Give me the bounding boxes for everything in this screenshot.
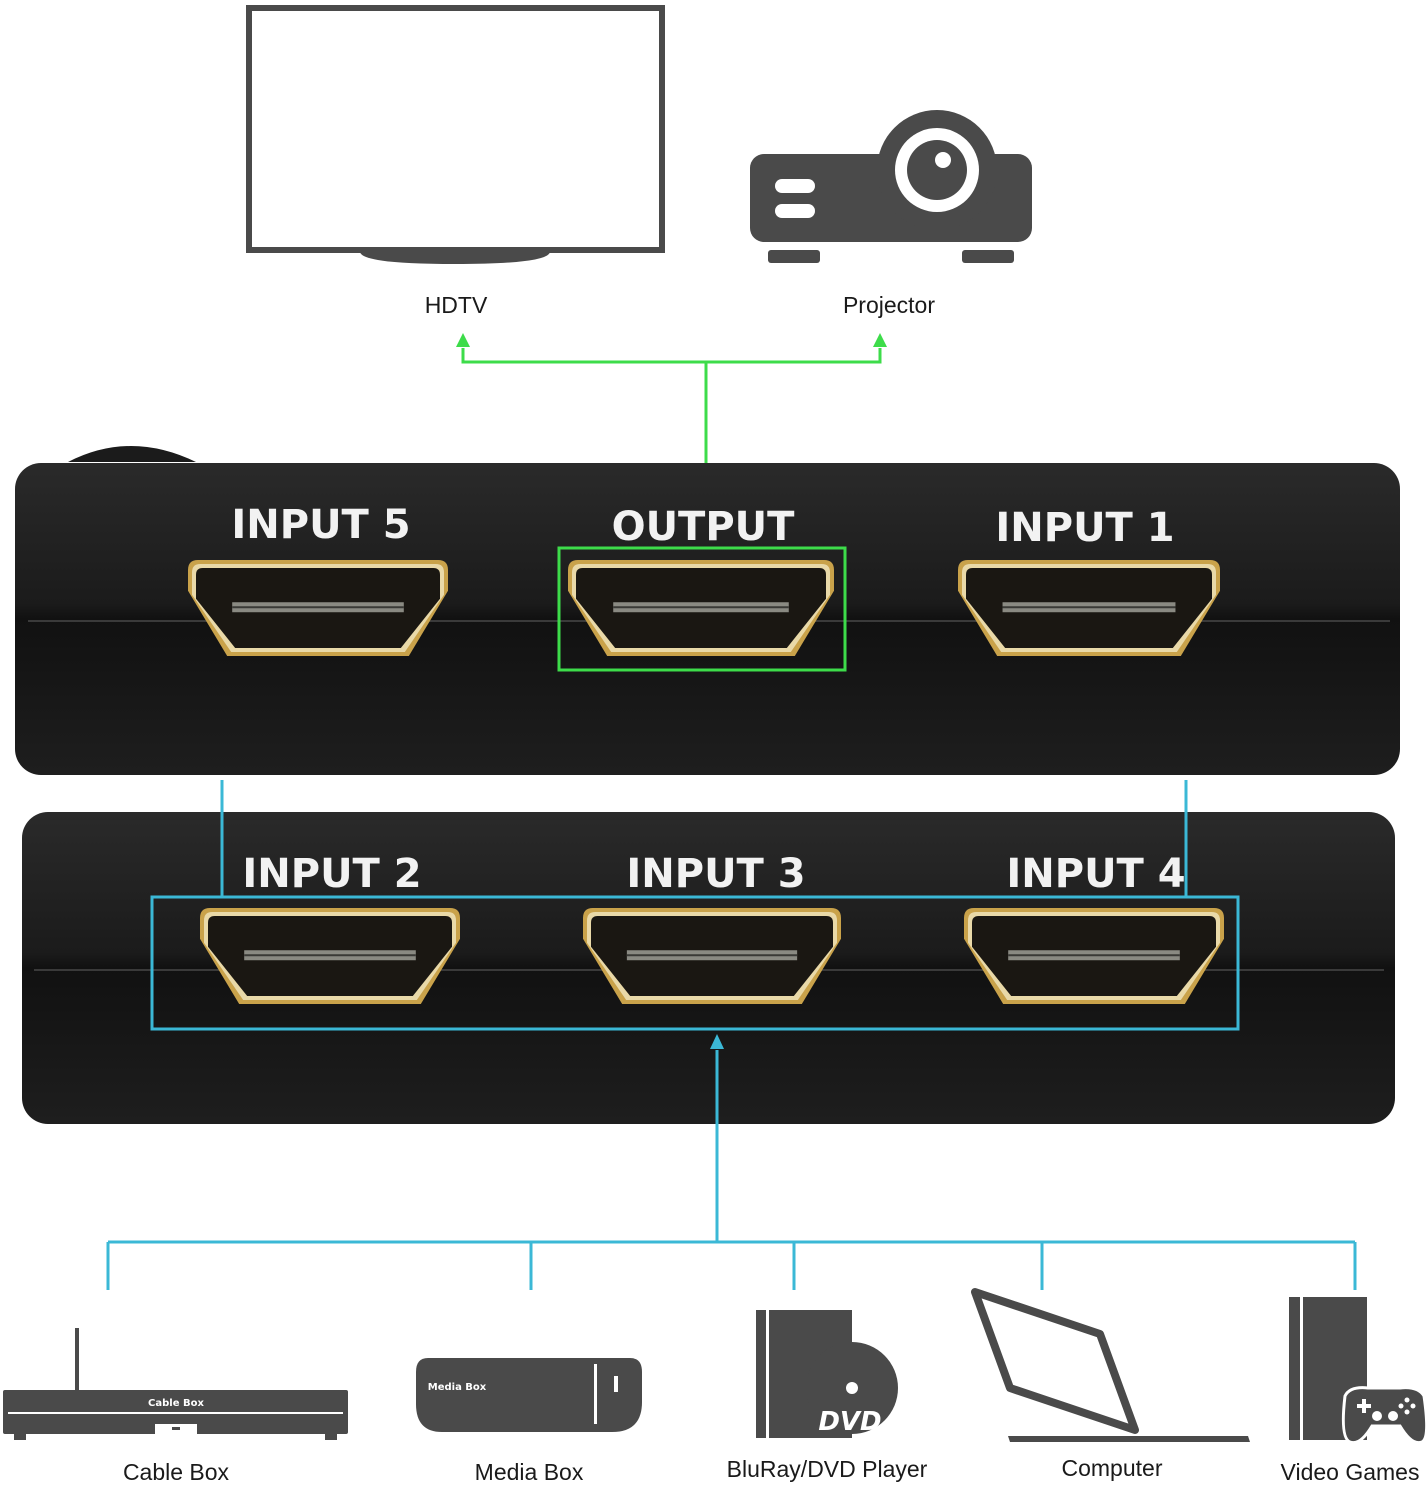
source-label-video-games: Video Games [1281, 1459, 1420, 1485]
hdmi-port-input-2 [200, 908, 460, 1004]
source-label-computer: Computer [1062, 1455, 1163, 1481]
source-label-dvd-player: BluRay/DVD Player [727, 1456, 928, 1482]
game-console-icon [1289, 1297, 1427, 1445]
laptop-icon [971, 1288, 1250, 1442]
port-label-input-2: INPUT 2 [242, 851, 421, 897]
inputs-arrow [710, 1034, 724, 1049]
hdmi-port-output [568, 560, 834, 656]
port-label-output: OUTPUT [612, 504, 796, 550]
hdtv-arrow [456, 333, 470, 347]
cable-box-device-text: Cable Box [148, 1398, 204, 1409]
dvd-player-icon: DVD [756, 1310, 898, 1438]
source-label-cable-box: Cable Box [123, 1459, 230, 1485]
port-label-input-1: INPUT 1 [995, 505, 1174, 551]
hdmi-port-input-5 [188, 560, 448, 656]
media-box-icon: Media Box [416, 1358, 642, 1432]
port-label-input-5: INPUT 5 [231, 502, 410, 548]
media-box-device-text: Media Box [428, 1382, 487, 1393]
source-label-media-box: Media Box [475, 1459, 584, 1485]
projector-label: Projector [843, 292, 935, 318]
projector-arrow [873, 333, 887, 347]
inputs-highlight-box [150, 895, 1240, 1031]
hdmi-port-input-1 [958, 560, 1220, 656]
dvd-device-text: DVD [818, 1407, 881, 1437]
hdtv-label: HDTV [425, 292, 488, 318]
port-label-input-3: INPUT 3 [626, 851, 805, 897]
hdmi-port-input-3 [583, 908, 841, 1004]
port-label-input-4: INPUT 4 [1006, 851, 1185, 897]
input-connector-lines [106, 780, 1357, 1290]
hdmi-ports [188, 560, 1224, 1004]
output-highlight-box [557, 546, 847, 672]
cable-box-icon: Cable Box [3, 1328, 348, 1440]
tv-icon [246, 5, 665, 264]
hdmi-port-input-4 [964, 908, 1224, 1004]
projector-icon [750, 110, 1032, 263]
